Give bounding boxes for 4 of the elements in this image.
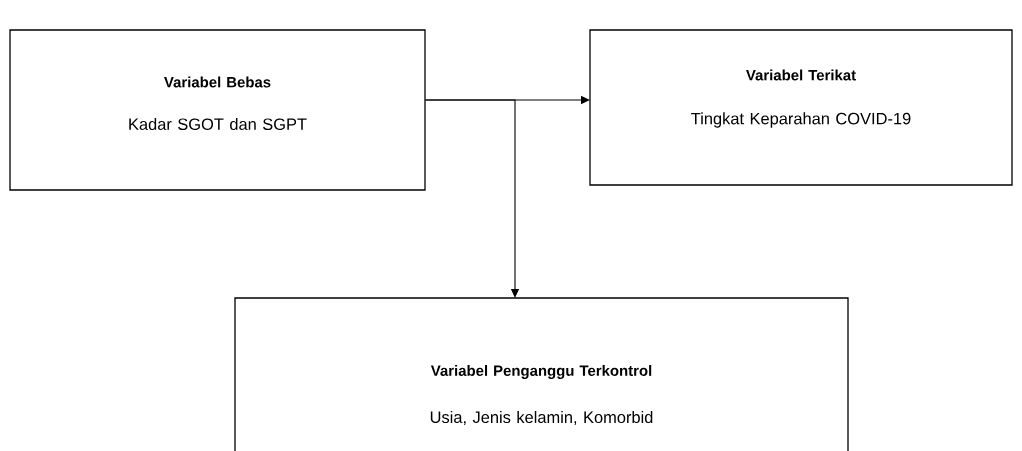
variable-box: Variabel Terikat Tingkat Keparahan COVID-19 [589, 29, 1013, 186]
variable-box: Variabel Bebas Kadar SGOT dan SGPT [9, 29, 426, 191]
variable-box: Variabel Penganggu Terkontrol Usia, Jenis kelamin, Komorbid [234, 297, 849, 451]
arrow [424, 99, 520, 298]
